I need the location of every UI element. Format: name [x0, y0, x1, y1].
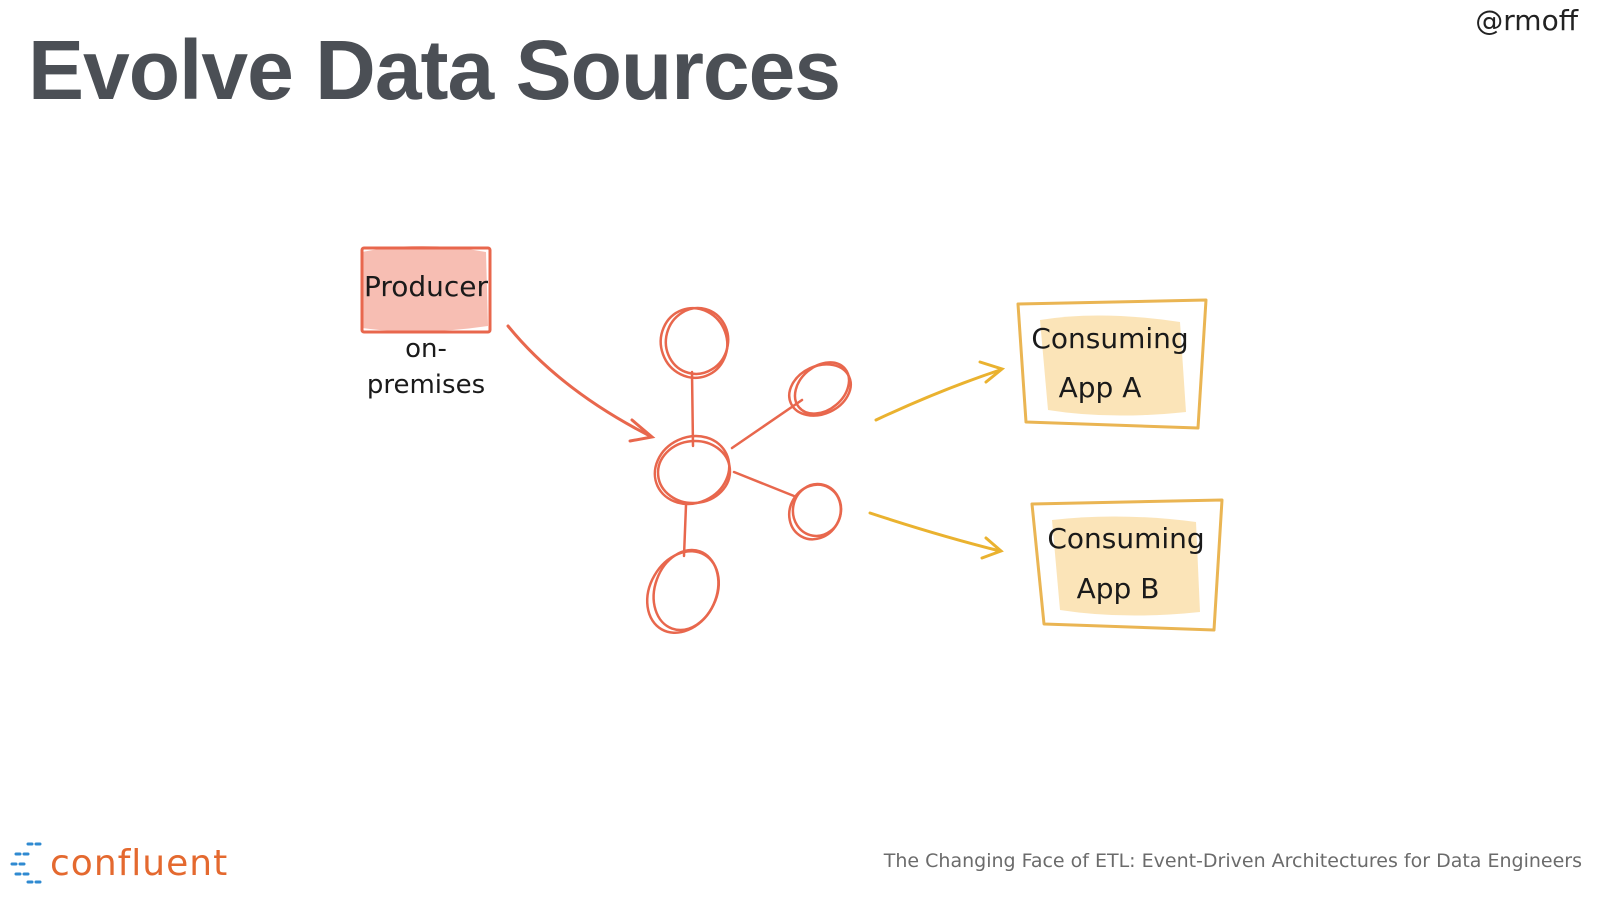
cluster-node-right-outline	[791, 482, 843, 538]
producer-box-border	[360, 246, 492, 334]
producer-box-fill	[362, 246, 488, 332]
producer-arrow	[506, 324, 656, 443]
consumer-app-a-fill	[1040, 315, 1186, 416]
kafka-cluster	[645, 306, 852, 634]
producer-sublabel-line2: premises	[367, 370, 485, 400]
consumer-app-a-line1: Consuming	[1031, 322, 1188, 355]
consumer-arrow-b	[868, 511, 1004, 560]
confluent-logo: confluent	[8, 840, 228, 886]
cluster-link-bottom	[682, 503, 688, 558]
producer-box: Producer on- premises	[360, 246, 492, 400]
producer-label: Producer	[364, 270, 489, 303]
consumer-app-b-box: Consuming App B	[1030, 498, 1224, 632]
cluster-node-top-right-outline	[793, 361, 851, 415]
cluster-node-bottom-outline	[652, 548, 720, 632]
cluster-link-top-right	[730, 398, 804, 450]
producer-sublabel-line1: on-	[405, 334, 447, 364]
slide-title: Evolve Data Sources	[28, 23, 841, 117]
cluster-node-top-outline	[664, 306, 730, 376]
consumer-app-b-fill	[1052, 516, 1200, 616]
cluster-link-top	[690, 370, 695, 448]
consumer-app-b-line2: App B	[1077, 572, 1160, 605]
cluster-node-top	[659, 306, 729, 380]
consumer-app-a-line2: App A	[1059, 371, 1142, 404]
author-handle: @rmoff	[1475, 4, 1578, 37]
consumer-app-a-border	[1016, 298, 1208, 430]
consumer-app-a-box: Consuming App A	[1016, 298, 1208, 430]
cluster-link-right	[732, 470, 796, 498]
consumer-arrow-a	[874, 360, 1006, 422]
footer-talk-title: The Changing Face of ETL: Event-Driven A…	[883, 850, 1582, 872]
confluent-wordmark: confluent	[50, 842, 229, 884]
consumer-app-b-line1: Consuming	[1047, 522, 1204, 555]
cluster-node-center-outline	[656, 439, 732, 505]
confluent-mark-icon	[10, 842, 42, 884]
consumer-app-b-border	[1030, 498, 1224, 632]
